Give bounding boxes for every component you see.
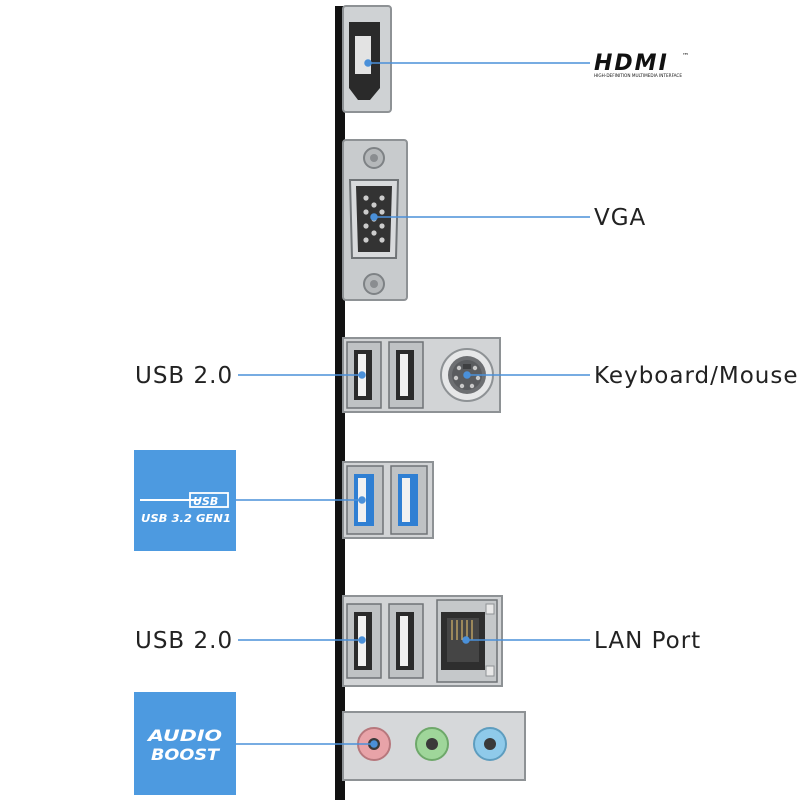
usb2-bottom-label: USB 2.0	[135, 628, 233, 654]
usb2-top-label: USB 2.0	[135, 363, 233, 389]
hdmi-logo-text: HDMI	[594, 51, 669, 76]
lan-port-label: LAN Port	[594, 628, 701, 654]
audio-boost-badge: AUDIO BOOST	[134, 692, 236, 795]
audio-block	[342, 711, 526, 781]
usb32-badge-bottom: USB 3.2 GEN1	[141, 512, 231, 525]
vga-port	[342, 139, 408, 301]
audio-badge-line1: AUDIO	[145, 726, 222, 745]
hdmi-tm: ™	[682, 52, 689, 60]
io-shield-bar	[335, 6, 345, 800]
usb2-lan-block	[342, 595, 503, 687]
vga-label: VGA	[594, 205, 646, 231]
hdmi-sub-text: HIGH-DEFINITION MULTIMEDIA INTERFACE	[594, 73, 682, 78]
usb32-badge-top: USB	[193, 495, 218, 508]
usb32-badge: USB USB 3.2 GEN1	[134, 450, 236, 551]
hdmi-logo: HDMI ™ HIGH-DEFINITION MULTIMEDIA INTERF…	[594, 51, 689, 78]
audio-badge-line2: BOOST	[151, 745, 220, 764]
hdmi-port	[342, 5, 392, 113]
keyboard-mouse-label: Keyboard/Mouse	[594, 363, 799, 389]
